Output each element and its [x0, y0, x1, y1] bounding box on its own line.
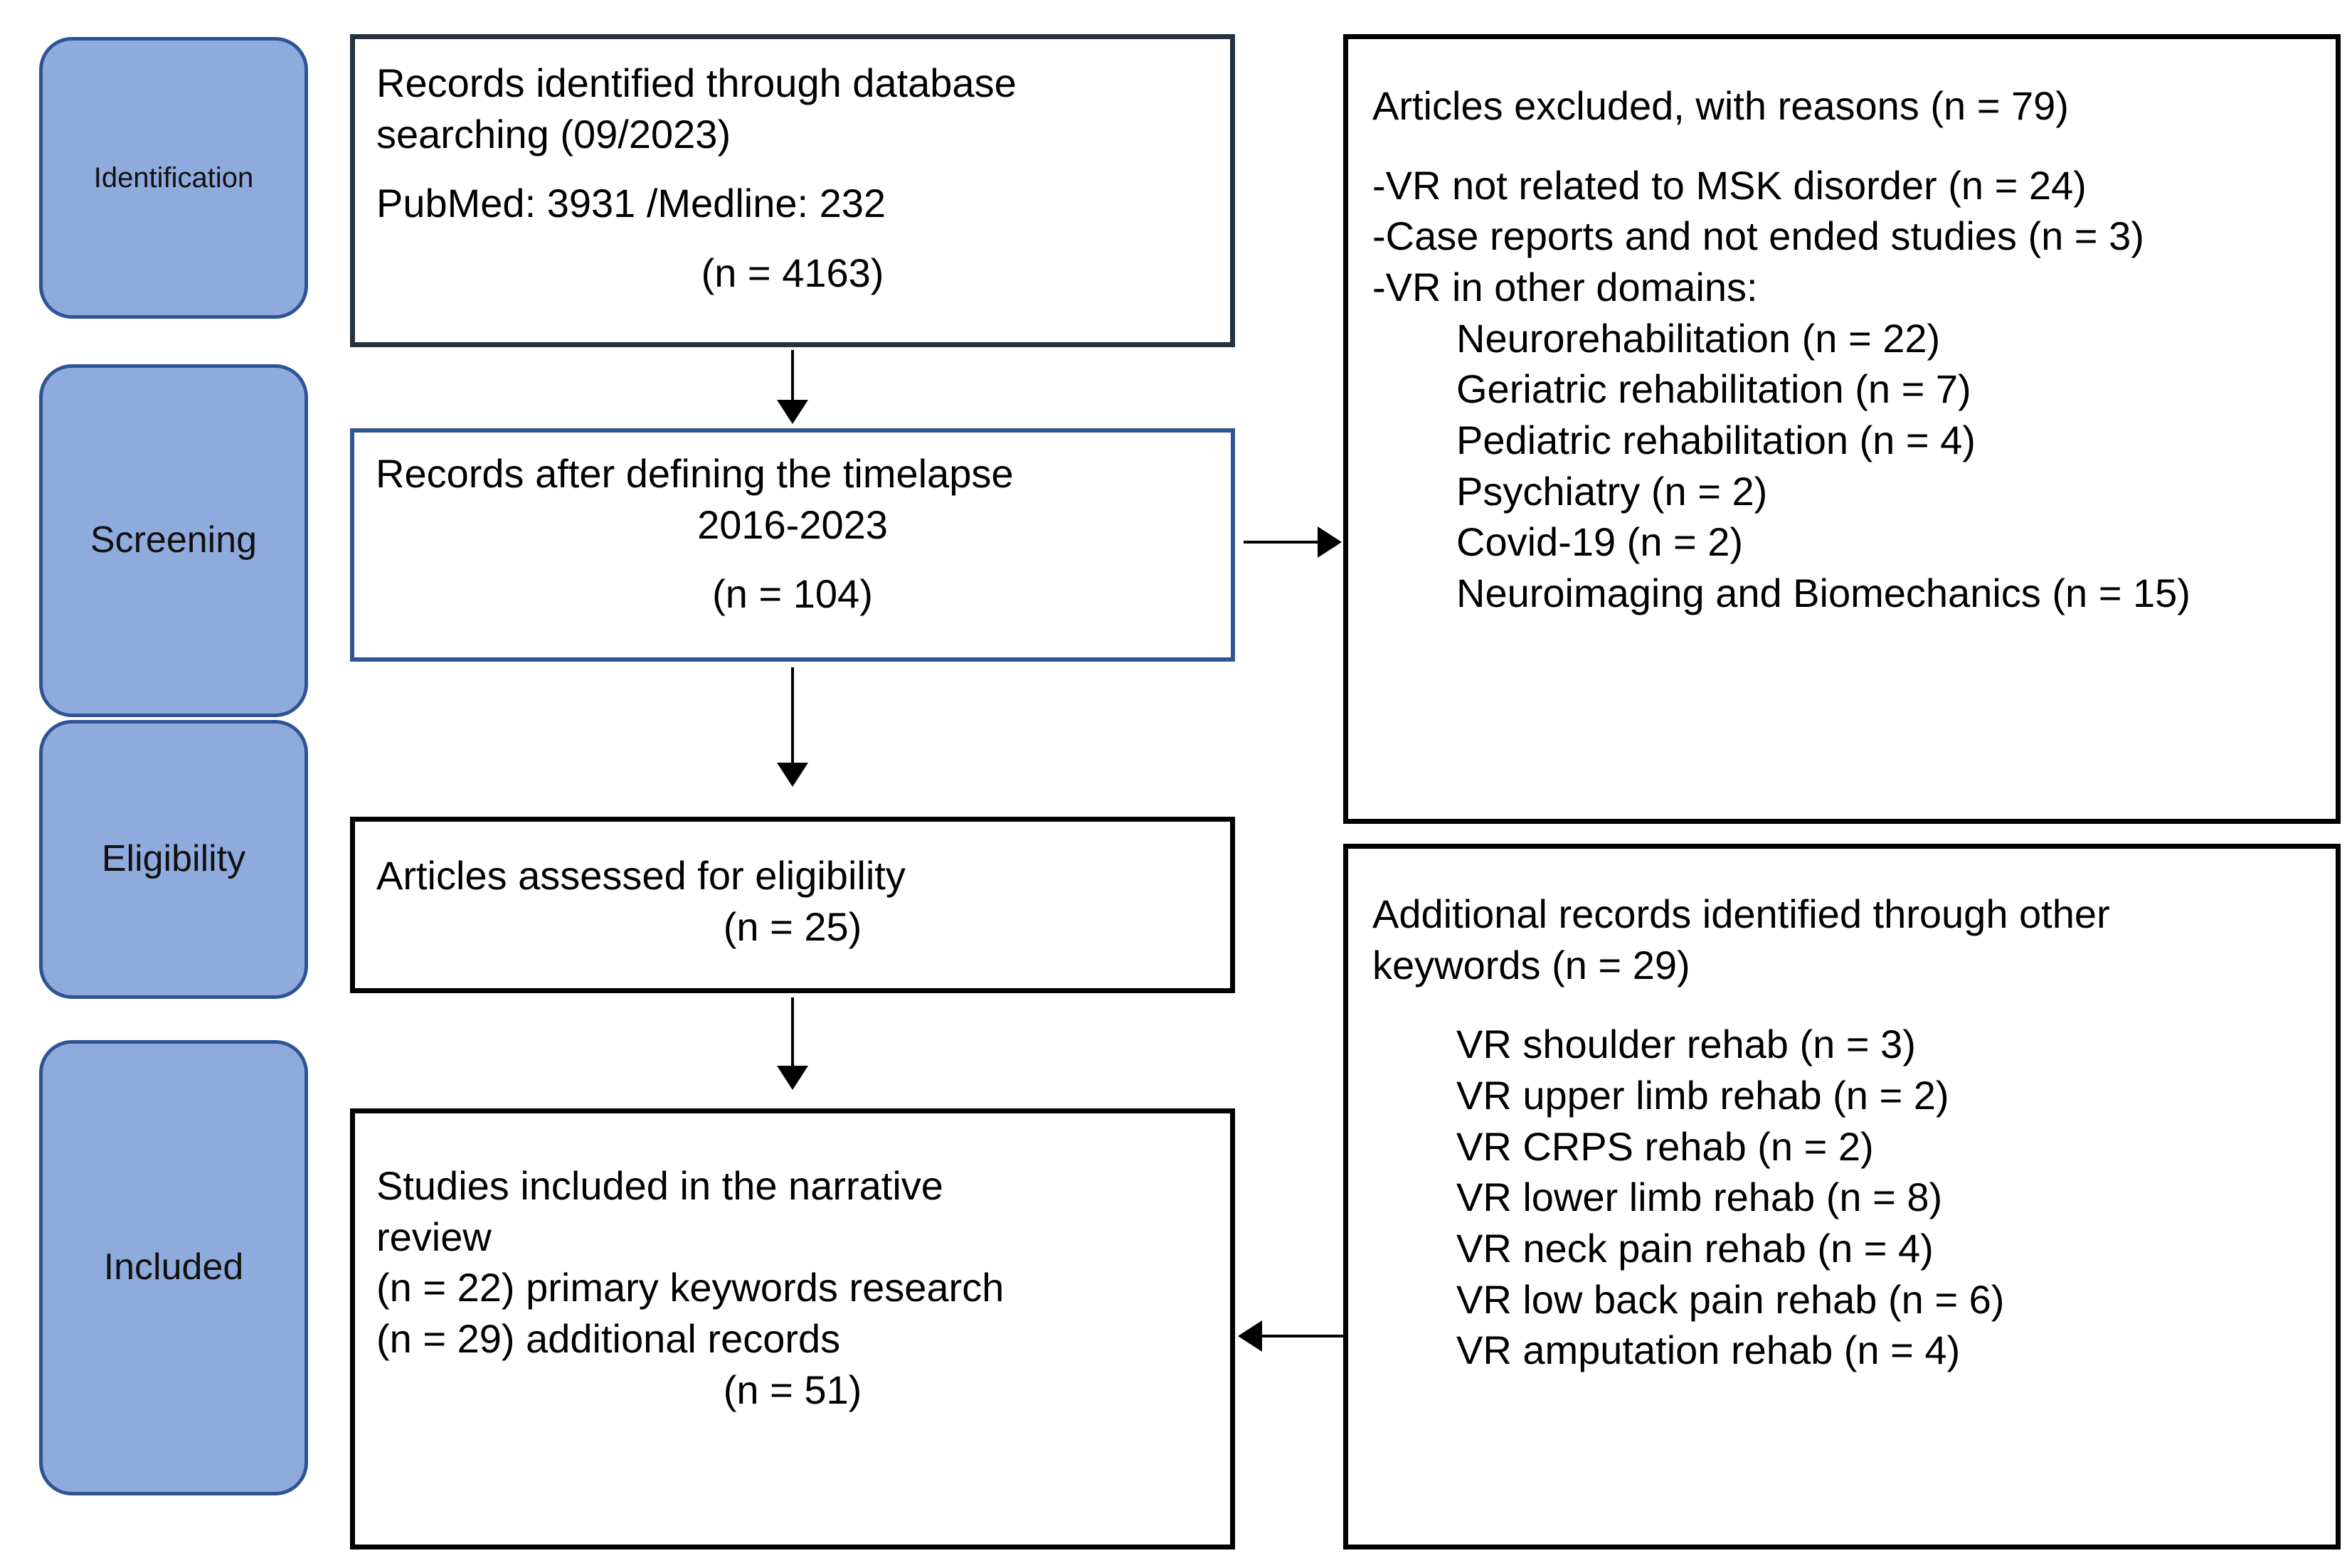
additional-records-heading-line-2: keywords (n = 29) [1372, 942, 1690, 987]
studies-included-line-2: review [376, 1214, 492, 1259]
arrow-down-icon-timelapse-to-eligibility [777, 763, 808, 787]
spacer [376, 550, 1209, 568]
box-articles-assessed: Articles assessed for eligibility (n = 2… [350, 817, 1235, 993]
connector-eligibility-to-included-line [791, 997, 794, 1076]
spacer [376, 229, 1209, 248]
timelapse-years: 2016-2023 [697, 502, 888, 547]
excluded-domain-item: Neuroimaging and Biomechanics (n = 15) [1456, 571, 2191, 616]
records-identified-line-1: Records identified through database [376, 60, 1017, 105]
arrow-down-icon-identified-to-timelapse [777, 400, 808, 424]
records-identified-total: (n = 4163) [701, 250, 884, 296]
box-articles-excluded: Articles excluded, with reasons (n = 79)… [1343, 34, 2341, 824]
stage-pill-included: Included [39, 1040, 308, 1495]
stage-label-identification: Identification [93, 162, 254, 194]
studies-included-line-1: Studies included in the narrative [376, 1163, 943, 1208]
excluded-domain-item: Covid-19 (n = 2) [1456, 519, 1744, 565]
stage-pill-identification: Identification [39, 37, 308, 319]
additional-record-item: VR lower limb rehab (n = 8) [1456, 1175, 1943, 1220]
arrow-right-icon-to-excluded [1318, 526, 1342, 558]
studies-included-total: (n = 51) [723, 1367, 862, 1412]
additional-record-item: VR upper limb rehab (n = 2) [1456, 1073, 1949, 1118]
stage-pill-screening: Screening [39, 364, 308, 717]
articles-assessed-line-1: Articles assessed for eligibility [376, 853, 906, 898]
records-identified-line-2: searching (09/2023) [376, 111, 731, 157]
stage-label-screening: Screening [90, 519, 258, 561]
stage-label-eligibility: Eligibility [101, 838, 246, 880]
exclusion-reason: -VR not related to MSK disorder (n = 24) [1372, 162, 2087, 208]
stage-pill-eligibility: Eligibility [39, 720, 308, 999]
excluded-domain-item: Psychiatry (n = 2) [1456, 468, 1768, 514]
connector-identified-to-timelapse-line [791, 350, 794, 406]
box-additional-records: Additional records identified through ot… [1343, 844, 2341, 1550]
additional-record-item: VR low back pain rehab (n = 6) [1456, 1276, 2005, 1322]
additional-record-item: VR shoulder rehab (n = 3) [1456, 1022, 1916, 1067]
connector-timelapse-to-excluded-line [1244, 541, 1329, 544]
box-records-identified: Records identified through database sear… [350, 34, 1235, 347]
spacer [1372, 132, 2317, 160]
additional-record-item: VR CRPS rehab (n = 2) [1456, 1123, 1874, 1169]
additional-record-item: VR neck pain rehab (n = 4) [1456, 1226, 1934, 1271]
studies-included-line-4: (n = 29) additional records [376, 1316, 841, 1362]
box-records-after-timelapse: Records after defining the timelapse 201… [350, 428, 1235, 662]
articles-excluded-heading: Articles excluded, with reasons (n = 79) [1372, 83, 2069, 128]
spacer [1372, 990, 2317, 1019]
arrow-down-icon-eligibility-to-included [777, 1066, 808, 1090]
stage-label-included: Included [103, 1246, 244, 1288]
box-studies-included: Studies included in the narrative review… [350, 1108, 1235, 1550]
records-identified-line-3: PubMed: 3931 /Medline: 232 [376, 181, 886, 226]
additional-record-item: VR amputation rehab (n = 4) [1456, 1328, 1961, 1373]
spacer [376, 159, 1209, 178]
connector-timelapse-to-eligibility-line [791, 667, 794, 771]
exclusion-reason: -VR in other domains: [1372, 265, 1758, 310]
studies-included-line-3: (n = 22) primary keywords research [376, 1265, 1005, 1310]
timelapse-total: (n = 104) [712, 571, 873, 617]
connector-additional-to-included-line [1259, 1335, 1343, 1337]
exclusion-reason: -Case reports and not ended studies (n =… [1372, 213, 2144, 259]
excluded-domain-item: Geriatric rehabilitation (n = 7) [1456, 366, 1971, 412]
additional-records-heading-line-1: Additional records identified through ot… [1372, 891, 2110, 936]
excluded-domain-item: Neurorehabilitation (n = 22) [1456, 315, 1941, 361]
articles-assessed-total: (n = 25) [723, 904, 862, 949]
timelapse-line-1: Records after defining the timelapse [376, 451, 1014, 496]
arrow-left-icon-to-included [1238, 1320, 1262, 1352]
excluded-domain-item: Pediatric rehabilitation (n = 4) [1456, 418, 1976, 463]
